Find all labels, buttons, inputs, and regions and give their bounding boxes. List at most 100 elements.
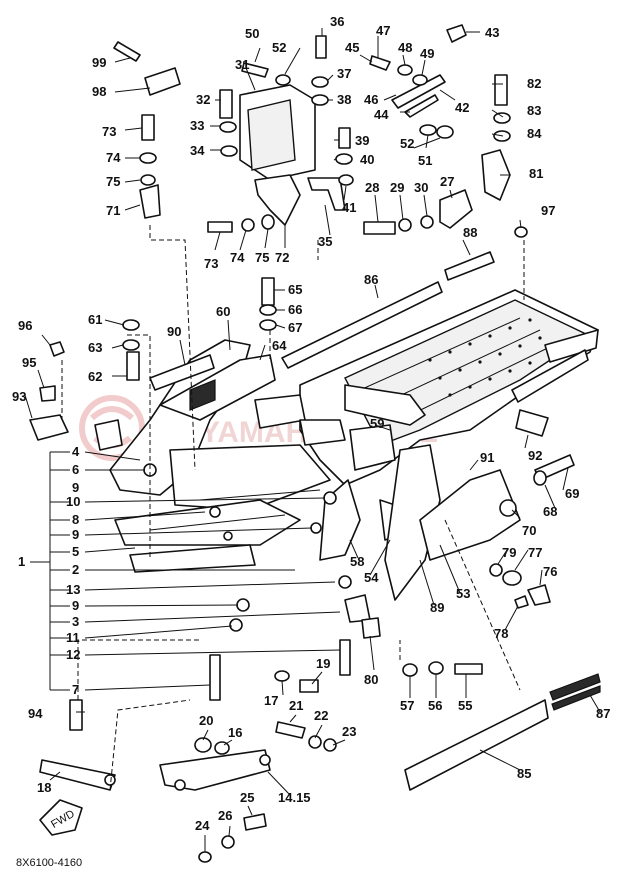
callout-44: 44 [374,107,389,122]
callout-22: 22 [314,708,328,723]
upper-hardware [29,24,528,451]
callout-36: 36 [330,14,344,29]
callout-66: 66 [288,302,302,317]
callout-64: 64 [272,338,287,353]
callout-23: 23 [342,724,356,739]
callout-26: 26 [218,808,232,823]
callout-83: 83 [527,103,541,118]
callout-6: 6 [72,462,79,477]
callout-88: 88 [463,225,477,240]
callout-87: 87 [596,706,610,721]
callout-42: 42 [455,100,469,115]
callout-81: 81 [529,166,543,181]
callout-46: 46 [364,92,378,107]
callout-74b: 74 [230,250,245,265]
callout-67: 67 [288,320,302,335]
callout-50: 50 [245,26,259,41]
callout-56: 56 [428,698,442,713]
callout-9b: 9 [72,598,79,613]
callout-55: 55 [458,698,472,713]
callout-57: 57 [400,698,414,713]
callout-49: 49 [420,46,434,61]
callout-73b: 73 [204,256,218,271]
callout-75a: 75 [106,174,120,189]
callout-99: 99 [92,55,106,70]
callout-37: 37 [337,66,351,81]
callout-25: 25 [240,790,254,805]
callout-54: 54 [364,570,379,585]
callout-62: 62 [88,369,102,384]
callout-59: 59 [370,416,384,431]
lower-hardware: FWD [39,454,575,863]
callout-9a: 9 [72,527,79,542]
callout-97: 97 [541,203,555,218]
callout-3: 3 [72,614,79,629]
callout-43: 43 [485,25,499,40]
callout-95: 95 [22,355,36,370]
callout-11: 11 [66,630,80,645]
callout-74a: 74 [106,150,121,165]
callout-35: 35 [318,234,332,249]
callout-5: 5 [72,544,79,559]
callout-41: 41 [342,200,356,215]
callout-92: 92 [528,448,542,463]
callout-8: 8 [72,512,79,527]
callout-75b: 75 [255,250,269,265]
callout-28: 28 [365,180,379,195]
callout-45: 45 [345,40,359,55]
callout-71: 71 [106,203,120,218]
callout-21: 21 [289,698,303,713]
callout-20: 20 [199,713,213,728]
callout-52b: 52 [400,136,414,151]
callout-10: 10 [66,494,80,509]
callout-7: 7 [72,682,79,697]
reference-lines [61,225,525,791]
callout-9c: 9 [72,480,79,495]
tunnel-frame [254,289,599,486]
callout-24: 24 [195,818,210,833]
callout-86: 86 [364,272,378,287]
callout-4: 4 [72,444,80,459]
callout-82: 82 [527,76,541,91]
callout-93: 93 [12,389,26,404]
callout-70: 70 [522,523,536,538]
callout-73a: 73 [102,124,116,139]
callout-90: 90 [167,324,181,339]
callout-79: 79 [502,545,516,560]
diagram-code: 8X6100-4160 [16,857,82,869]
callout-17: 17 [264,693,278,708]
front-frame-assembly [109,339,331,573]
callout-16: 16 [228,725,242,740]
callout-34: 34 [190,143,205,158]
callout-19: 19 [316,656,330,671]
callout-61: 61 [88,312,102,327]
callout-68: 68 [543,504,557,519]
callout-72: 72 [275,250,289,265]
callout-91: 91 [480,450,494,465]
callout-38: 38 [337,92,351,107]
callout-53: 53 [456,586,470,601]
callout-80: 80 [364,672,378,687]
callout-27: 27 [440,174,454,189]
callout-39: 39 [355,133,369,148]
callout-12: 12 [66,647,80,662]
callout-2: 2 [72,562,79,577]
callout-78: 78 [494,626,508,641]
callout-96: 96 [18,318,32,333]
leader-lines [24,28,601,852]
callout-13: 13 [66,582,80,597]
callout-30: 30 [414,180,428,195]
callout-98: 98 [92,84,106,99]
callout-58: 58 [350,554,364,569]
callout-63: 63 [88,340,102,355]
callout-60: 60 [216,304,230,319]
rails-and-strips [149,251,601,791]
callout-1: 1 [18,554,25,569]
callout-29: 29 [390,180,404,195]
callout-65: 65 [288,282,302,297]
callout-94: 94 [28,706,43,721]
callout-40: 40 [360,152,374,167]
callout-77: 77 [528,545,542,560]
callout-69: 69 [565,486,579,501]
